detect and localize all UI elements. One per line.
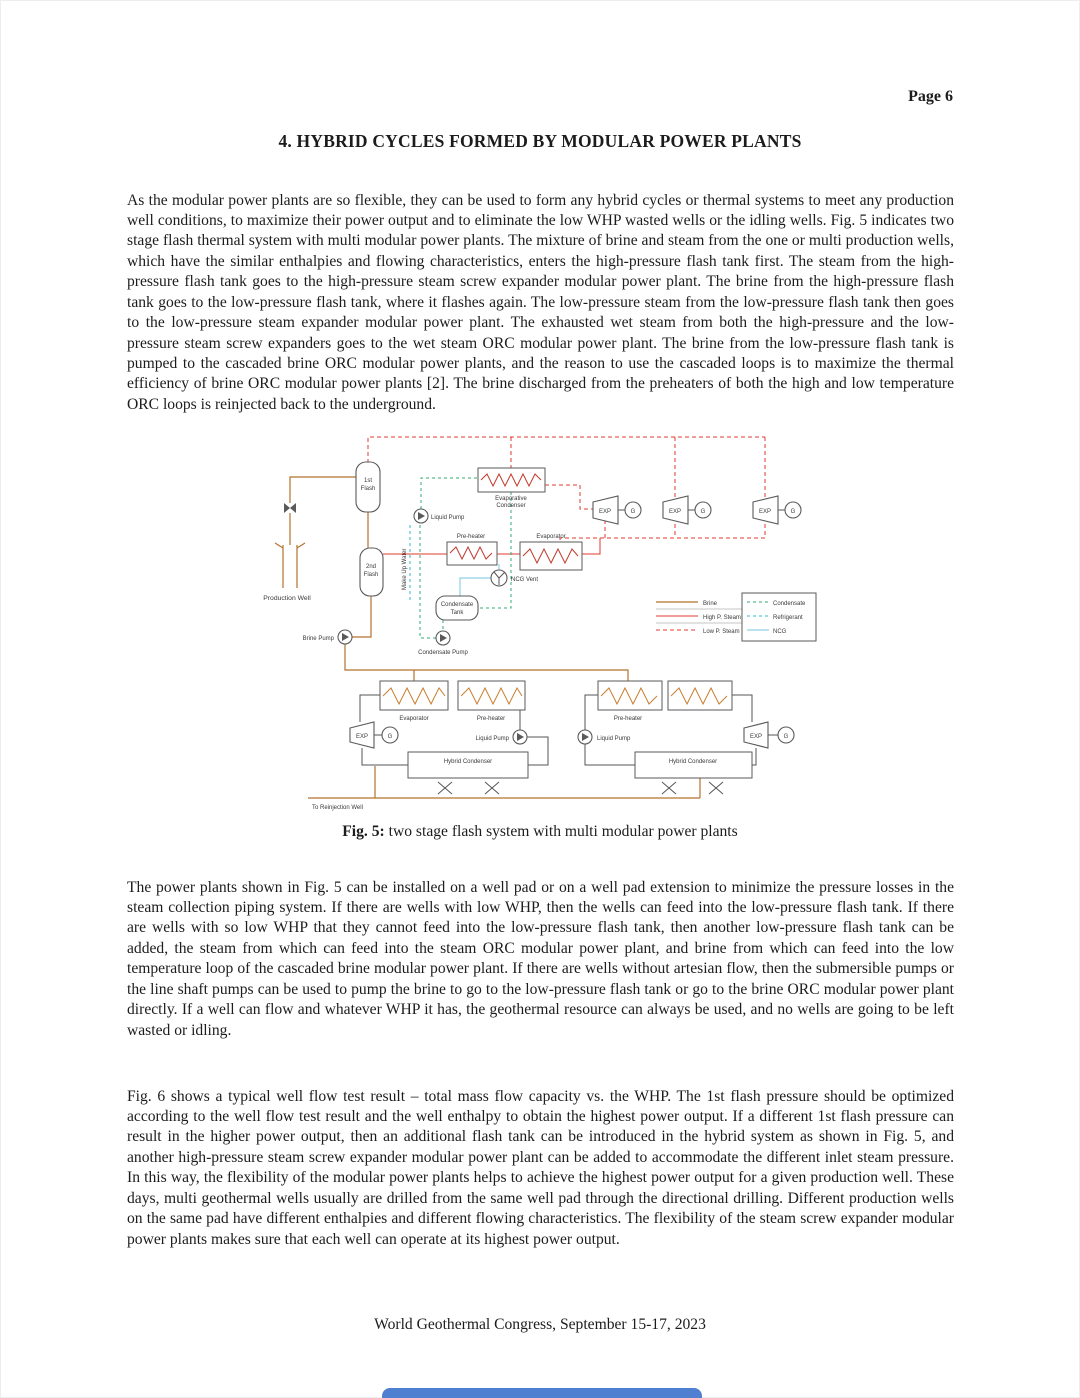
evaporator-top-label: Evaporator	[536, 534, 565, 540]
flash-tank-2: 2nd Flash	[359, 547, 384, 597]
evap-condenser-label-2: Condenser	[496, 503, 525, 509]
paragraph-1: As the modular power plants are so flexi…	[127, 191, 954, 413]
figure-caption-label: Fig. 5:	[342, 823, 385, 840]
evaporator-top: Evaporator	[519, 534, 583, 571]
liquid-pump-right-label: Liquid Pump	[597, 736, 631, 742]
low-pressure-steam-lines	[383, 538, 601, 555]
production-well: Production Well	[263, 503, 311, 602]
hybrid-condenser-right-label: Hybrid Condenser	[669, 759, 717, 765]
ncg-vent: NCG Vent	[490, 569, 538, 587]
hybrid-condenser-left-label: Hybrid Condenser	[444, 759, 492, 765]
orc-loop-left: Evaporator Pre-heater EXP G Hybrid Conde…	[349, 680, 549, 795]
expander-1: EXP G	[592, 495, 642, 525]
figure-caption-text: two stage flash system with multi modula…	[384, 823, 738, 840]
generator-3-label: G	[791, 509, 796, 515]
paragraph-2: The power plants shown in Fig. 5 can be …	[127, 878, 954, 1039]
pre-heater-left-label: Pre-heater	[477, 716, 505, 722]
condensate-tank-label-2: Tank	[451, 610, 465, 616]
production-well-label: Production Well	[263, 595, 311, 602]
page-number: Page 6	[908, 88, 953, 105]
expander-3: EXP G	[752, 495, 802, 525]
evaporator-left-label: Evaporator	[399, 716, 428, 722]
liquid-pump-top-label: Liquid Pump	[431, 515, 465, 521]
generator-left-label: G	[388, 734, 393, 740]
condensate-tank-label-1: Condensate	[441, 602, 474, 608]
expander-2-label: EXP	[669, 509, 681, 515]
condensate-tank: Condensate Tank	[435, 595, 479, 621]
to-reinjection-well-label: To Reinjection Well	[312, 805, 363, 811]
legend-brine: Brine	[703, 601, 718, 607]
orc-loop-right: Pre-heater EXP G Hybrid Condenser Liquid…	[577, 680, 795, 795]
diagram-legend: Brine High P. Steam Low P. Steam Condens…	[656, 592, 817, 642]
bottom-blue-bar	[382, 1388, 702, 1398]
liquid-pump-left-label: Liquid Pump	[476, 736, 510, 742]
flash-tank-1: 1st Flash	[355, 461, 381, 513]
legend-condensate: Condensate	[773, 601, 806, 607]
brine-lines	[274, 476, 701, 799]
figure-5-caption: Fig. 5: two stage flash system with mult…	[0, 823, 1080, 841]
pre-heater-top: Pre-heater	[446, 534, 498, 566]
generator-1-label: G	[631, 509, 636, 515]
figure-5-diagram: Make Up Water	[263, 436, 817, 811]
brine-pump-label: Brine Pump	[303, 636, 335, 642]
condensate-pump: Condensate Pump	[418, 630, 469, 656]
ncg-lines	[459, 564, 500, 596]
evaporative-condenser: Evaporative Condenser	[477, 467, 546, 509]
expander-left-label: EXP	[356, 734, 368, 740]
expander-1-label: EXP	[599, 509, 611, 515]
flash2-label-1: 2nd	[366, 564, 376, 570]
make-up-water-label: Make Up Water	[402, 549, 408, 590]
figure-5: Make Up Water	[0, 430, 1080, 822]
paragraph-3: Fig. 6 shows a typical well flow test re…	[127, 1087, 954, 1248]
section-title: 4. HYBRID CYCLES FORMED BY MODULAR POWER…	[278, 131, 802, 151]
generator-right-label: G	[784, 734, 789, 740]
expander-right-label: EXP	[750, 734, 762, 740]
expander-2: EXP G	[662, 495, 712, 525]
flash1-label-1: 1st	[364, 478, 372, 484]
expander-3-label: EXP	[759, 509, 771, 515]
legend-refrigerant: Refrigerant	[773, 615, 803, 621]
evap-condenser-label-1: Evaporative	[495, 496, 527, 502]
brine-pump: Brine Pump	[303, 629, 353, 645]
legend-low-p-steam: Low P. Steam	[703, 629, 740, 635]
ncg-vent-label: NCG Vent	[511, 577, 538, 583]
pre-heater-top-label: Pre-heater	[457, 534, 485, 540]
legend-ncg: NCG	[773, 629, 787, 635]
high-pressure-steam-lines	[367, 436, 766, 542]
pre-heater-right-label: Pre-heater	[614, 716, 642, 722]
generator-2-label: G	[701, 509, 706, 515]
liquid-pump-top: Liquid Pump	[413, 508, 465, 524]
make-up-water-line: Make Up Water	[402, 525, 411, 600]
legend-high-p-steam: High P. Steam	[703, 615, 741, 621]
condensate-lines	[419, 477, 512, 639]
flash2-label-2: Flash	[364, 572, 379, 578]
condensate-pump-label: Condensate Pump	[418, 650, 468, 656]
flash1-label-2: Flash	[361, 486, 376, 492]
page-footer: World Geothermal Congress, September 15-…	[374, 1316, 706, 1333]
